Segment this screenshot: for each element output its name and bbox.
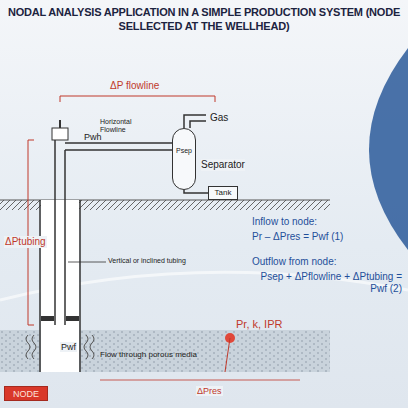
label-text: Pr – ΔPres = Pwf (1)	[252, 231, 343, 243]
tank-box: Tank	[208, 186, 238, 200]
node-text: Separator	[201, 159, 245, 171]
label-text: Inflow to node:	[252, 216, 317, 228]
node-text: Psep	[176, 147, 192, 155]
pipe-connector	[184, 190, 208, 193]
node-text: Tank	[215, 188, 232, 197]
label-text: Gas	[210, 112, 228, 124]
label-text: Pwf	[60, 342, 77, 352]
label-text: Outflow from node:	[252, 256, 336, 268]
node-marker: NODE	[4, 386, 48, 401]
label-text: Flow through porous media	[100, 350, 197, 359]
diagram-title: NODAL ANALYSIS APPLICATION IN A SIMPLE P…	[4, 5, 404, 34]
label-text: Pwh	[84, 132, 102, 142]
node-text: NODE	[13, 388, 39, 398]
label-text: ΔPtubing	[4, 236, 47, 248]
label-text: Vertical or inclined tubing	[108, 257, 186, 265]
label-text: Horizontal Flowline	[100, 118, 144, 134]
label-text: ΔPres	[196, 386, 223, 396]
separator-vessel: PsepSeparator	[172, 128, 196, 190]
label-text: ΔP flowline	[110, 80, 159, 92]
label-text: Psep + ΔPflowline + ΔPtubing = Pwf (2)	[252, 271, 402, 294]
label-text: Pr, k, IPR	[236, 318, 282, 331]
